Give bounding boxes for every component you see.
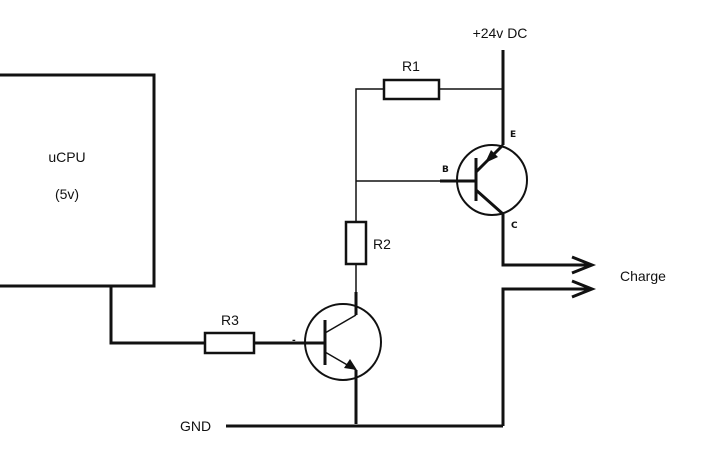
r1-body [382,78,441,101]
q1-base-pin-label: B [442,165,449,175]
q2-collector-lead [324,314,357,334]
q1-collector-lead [475,188,504,216]
ucpu-box [0,73,156,288]
q1-emitter-pin-label: E [510,130,516,140]
wire-ucpu-to-r3 [109,286,205,345]
q1-emitter-arrow [485,150,498,163]
ucpu-voltage-label: (5v) [55,186,79,202]
wire-q1-collector-to-charge [501,214,590,267]
charge-arrow-top [571,255,597,275]
q2-base-mark: - [292,336,296,346]
q2-emitter-arrow [344,359,357,370]
resistor-r2: R2 [344,220,391,266]
transistor-q2-npn [304,292,382,424]
q2-circle [304,303,382,381]
transistor-q1-pnp: E B C [440,130,528,231]
resistor-r3: R3 [203,312,256,355]
r2-body [344,220,368,266]
supply-label: +24v DC [473,25,528,41]
r1-label: R1 [402,58,420,74]
gnd-label: GND [180,418,211,434]
wire-gnd-to-charge [501,287,590,426]
ucpu-block: uCPU (5v) [0,73,156,288]
charge-arrow-bottom [571,279,597,299]
r2-label: R2 [373,236,391,252]
q1-collector-pin-label: C [511,221,518,231]
charge-label: Charge [620,268,666,284]
resistor-r1: R1 [382,58,441,101]
r3-label: R3 [221,312,239,328]
r3-body [203,331,256,355]
wire-r2-to-r1 [355,88,384,222]
ucpu-label: uCPU [48,149,85,165]
